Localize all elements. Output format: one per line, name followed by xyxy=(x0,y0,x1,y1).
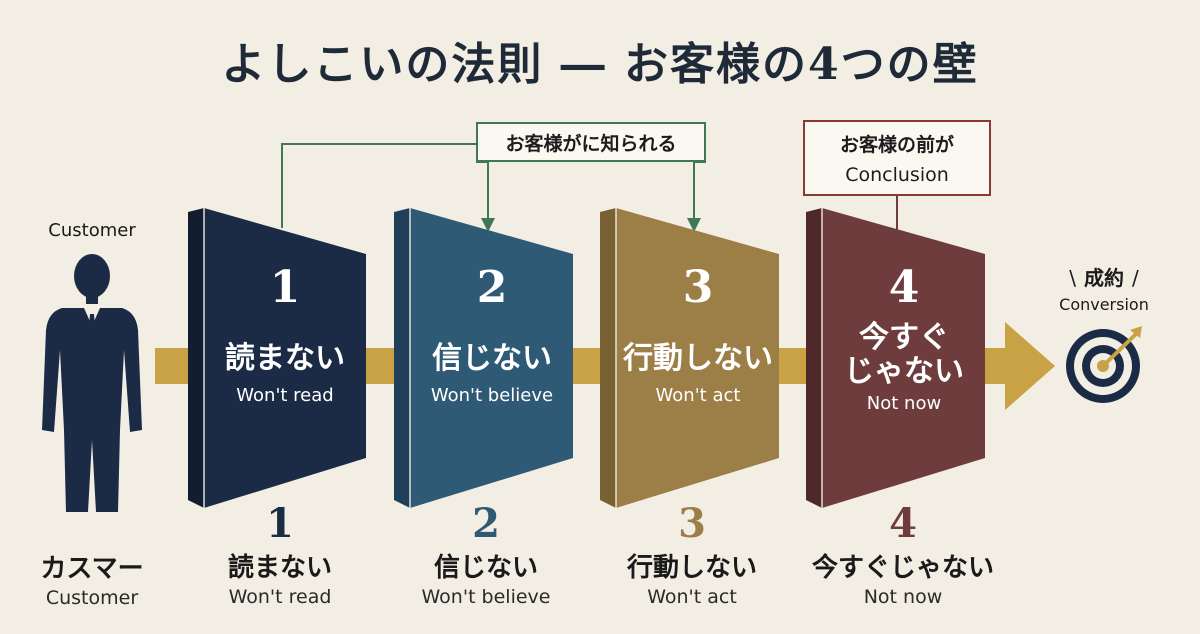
wall-3-ja: 行動しない xyxy=(623,341,773,376)
flow-arrow-head xyxy=(1005,322,1055,410)
bottom-wall-4-ja: 今すぐじゃない xyxy=(811,553,994,583)
goal-en: Conversion xyxy=(1059,295,1149,314)
arrowhead-to-wall-2 xyxy=(481,218,495,232)
businessman-icon xyxy=(42,254,142,512)
connector-lines xyxy=(281,143,706,228)
wall-4-ja-line-2: じゃない xyxy=(844,354,964,389)
bottom-wall-3-number: 3 xyxy=(678,500,706,547)
goal-deco-right: / xyxy=(1132,266,1139,290)
bottom-wall-2-number: 2 xyxy=(472,500,500,547)
bottom-wall-1-en: Won't read xyxy=(228,586,332,608)
customer-en: Customer xyxy=(45,587,139,609)
wall-3-en: Won't act xyxy=(655,385,741,406)
wall-1-ja: 読まない xyxy=(225,341,345,376)
wall-3-number: 3 xyxy=(682,262,714,313)
bottom-wall-3: 3 行動しない Won't act xyxy=(602,500,782,608)
bottom-wall-1: 1 読まない Won't read xyxy=(190,500,370,608)
wall-4-ja-line-1: 今すぐ xyxy=(859,320,949,355)
bottom-wall-3-en: Won't act xyxy=(647,586,737,608)
wall-3-text: 3 行動しない Won't act xyxy=(618,262,778,406)
goal-label: \ 成約 / Conversion xyxy=(1048,262,1160,314)
bottom-wall-1-ja: 読まない xyxy=(227,553,332,583)
customer-bottom-label: カスマー Customer xyxy=(22,548,162,609)
goal-ja-row: \ 成約 / xyxy=(1048,262,1160,291)
wall-2-ja: 信じない xyxy=(432,341,552,376)
bottom-wall-4-number: 4 xyxy=(889,500,917,547)
wall-4-en: Not now xyxy=(866,393,942,414)
bottom-wall-2-ja: 信じない xyxy=(433,553,538,583)
bottom-wall-2-en: Won't believe xyxy=(421,586,551,608)
wall-1-number: 1 xyxy=(269,262,301,313)
callout-right-line-2: Conclusion xyxy=(845,164,949,186)
customer-ja: カスマー xyxy=(40,554,144,584)
wall-1 xyxy=(188,208,366,508)
callout-right: お客様の前が Conclusion xyxy=(803,120,991,196)
wall-4-number: 4 xyxy=(888,262,920,313)
wall-1-en: Won't read xyxy=(236,385,334,406)
wall-4-text: 4 今すぐ じゃない Not now xyxy=(824,262,984,414)
goal-deco-left: \ xyxy=(1069,266,1076,290)
arrowhead-to-wall-3 xyxy=(687,218,701,232)
bottom-wall-3-ja: 行動しない xyxy=(626,553,757,583)
bottom-wall-4: 4 今すぐじゃない Not now xyxy=(798,500,1008,608)
wall-2-en: Won't believe xyxy=(430,385,554,406)
customer-top-label: Customer xyxy=(48,220,136,241)
bottom-wall-1-number: 1 xyxy=(266,500,294,547)
target-icon xyxy=(1066,326,1142,403)
wall-4 xyxy=(806,208,985,508)
wall-2-number: 2 xyxy=(476,262,508,313)
wall-2 xyxy=(394,208,573,508)
page-title: よしこいの法則 ― お客様の4つの壁 xyxy=(221,39,979,90)
bottom-wall-2: 2 信じない Won't believe xyxy=(396,500,576,608)
wall-1-text: 1 読まない Won't read xyxy=(206,262,364,406)
bottom-wall-4-en: Not now xyxy=(863,586,943,608)
goal-ja: 成約 xyxy=(1084,266,1124,290)
callout-right-line-1: お客様の前が xyxy=(839,134,954,156)
wall-3 xyxy=(600,208,779,508)
callout-upper: お客様がに知られる xyxy=(476,122,706,162)
wall-2-text: 2 信じない Won't believe xyxy=(412,262,572,406)
